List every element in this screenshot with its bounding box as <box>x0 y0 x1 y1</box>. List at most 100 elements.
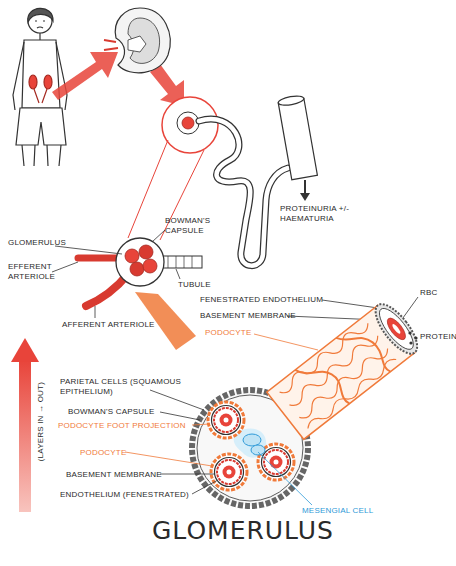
legs <box>22 145 61 166</box>
leader-line <box>95 306 96 318</box>
foot-processes <box>277 319 399 431</box>
leader-line <box>150 390 204 410</box>
endothelium-ring <box>214 408 238 432</box>
mini-capsule <box>177 112 199 134</box>
capillary-loop <box>143 259 157 273</box>
urine-arrowhead <box>300 193 310 201</box>
red-cell-centre <box>391 323 402 335</box>
afferent-arteriole <box>86 274 128 306</box>
red-cell-centre <box>274 460 279 465</box>
red-cell <box>384 315 409 342</box>
protein-dots <box>408 331 417 344</box>
mesangial-cell <box>243 434 261 446</box>
structure-label: TUBULE <box>178 280 228 290</box>
leader-line <box>254 334 318 350</box>
layers-arrow-head <box>11 338 39 362</box>
torso <box>22 40 60 108</box>
shorts <box>16 108 66 145</box>
structure-label: EFFERENT ARTERIOLE <box>8 262 66 281</box>
capillary <box>208 402 244 438</box>
collecting-duct <box>278 94 318 179</box>
face <box>35 21 45 28</box>
layer-label: PODOCYTE <box>205 328 265 338</box>
leader-line <box>52 262 78 272</box>
zoom-arrow <box>52 52 118 100</box>
leader-line <box>152 230 165 242</box>
bowmans-capsule <box>116 238 164 286</box>
red-cell <box>220 414 233 427</box>
neck <box>39 33 40 40</box>
leader-line <box>125 452 212 466</box>
leader-line <box>55 246 122 254</box>
leader-line <box>322 300 378 308</box>
podocyte-cell-outline <box>295 321 394 417</box>
mesangial-cell <box>251 445 265 455</box>
zoom-leader <box>128 140 168 238</box>
fenestrated-end <box>368 298 424 360</box>
basement-ring <box>212 406 241 435</box>
kidney-mark <box>44 75 52 89</box>
arm <box>13 42 24 110</box>
leader-line <box>192 424 210 425</box>
cell-label: RBC <box>420 288 450 298</box>
diagram-title: GLOMERULUS <box>152 516 334 545</box>
hair <box>28 8 53 22</box>
ureter <box>34 89 47 103</box>
mini-tuft <box>182 117 194 129</box>
capillary-loop <box>130 262 144 276</box>
renal-vessels <box>104 40 118 50</box>
endothelium-ring <box>217 460 241 484</box>
capillary <box>211 454 247 490</box>
layer-label: PODOCYTE <box>80 448 140 458</box>
layer-label: PODOCYTE FOOT PROJECTION <box>58 421 198 431</box>
leader-line <box>176 269 180 279</box>
lumen <box>374 304 419 354</box>
arm <box>56 42 67 110</box>
protein-dot <box>414 336 417 339</box>
tubule-segment <box>160 256 202 268</box>
leader-lines <box>52 230 418 322</box>
symptom-label: PROTEINURIA +/- HAEMATURIA <box>280 204 360 223</box>
kidney-outline <box>115 8 170 73</box>
basement-ring <box>262 448 291 477</box>
capillary-loop <box>125 249 139 263</box>
layer-label: ENDOTHELIUM (FENESTRATED) <box>60 490 200 500</box>
kidney-mark <box>29 75 37 89</box>
leader-line <box>160 412 200 420</box>
kidney-section <box>104 8 170 73</box>
layer-label: PARIETAL CELLS (SQUAMOUS EPITHELIUM) <box>60 377 185 396</box>
red-cell-centre <box>224 418 229 423</box>
nephron-tubule <box>199 119 288 266</box>
podocyte-ring <box>211 454 247 490</box>
kidney-medulla <box>128 18 160 63</box>
leader-line <box>160 474 215 475</box>
molecule-label: PROTEIN <box>420 332 456 342</box>
structure-label: GLOMERULUS <box>8 238 88 248</box>
tube-body <box>267 305 415 439</box>
layer-label: BOWMAN'S CAPSULE <box>68 407 163 417</box>
urine-arrow <box>304 180 306 195</box>
cell-label: MESENGIAL CELL <box>302 506 392 516</box>
layer-label: BASEMENT MEMBRANE <box>66 470 166 480</box>
red-cell <box>223 466 236 479</box>
tubule-cells <box>168 256 192 268</box>
duct-body <box>278 98 317 179</box>
duct-top <box>278 94 305 106</box>
red-cell <box>270 456 283 469</box>
basement-ring <box>215 458 244 487</box>
axis-note: (LAYERS IN → OUT) <box>36 382 46 461</box>
renal-pelvis <box>128 36 146 52</box>
patient-figure <box>13 8 67 166</box>
leader-line <box>258 452 312 505</box>
protein-dot <box>409 341 412 344</box>
magnify-circle <box>162 97 218 153</box>
structure-label: BOWMAN'S CAPSULE <box>165 216 217 235</box>
leader-lines <box>125 334 318 505</box>
nephron-tubule-lumen <box>199 119 288 266</box>
layers-arrow-shaft <box>19 360 31 512</box>
capillary-loop <box>139 245 153 259</box>
endothelium-ring <box>264 450 288 474</box>
protein-dot <box>408 331 411 334</box>
podocyte-ring <box>208 402 244 438</box>
